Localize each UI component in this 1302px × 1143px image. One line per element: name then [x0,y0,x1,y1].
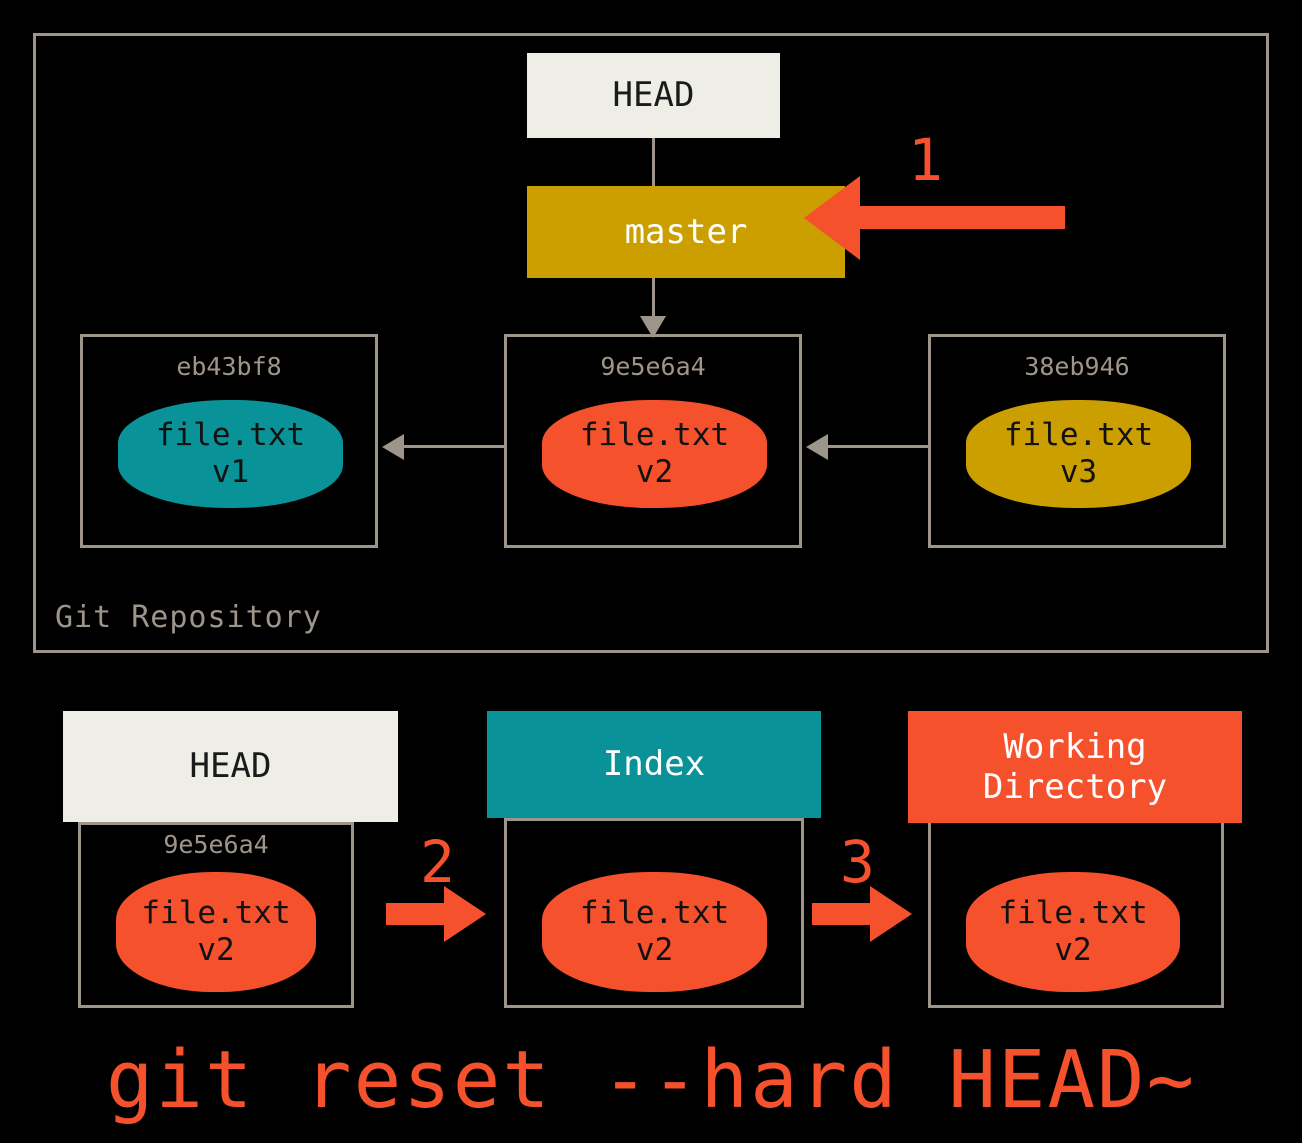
head-to-master-connector [652,138,655,186]
master-to-commit-arrowhead [640,316,666,338]
commit-hash-eb43bf8: eb43bf8 [176,352,282,381]
head-tree-body [78,822,354,1008]
step-1-number: 1 [908,126,943,194]
working-directory-tree-header: Working Directory [908,711,1242,823]
step-2-number: 2 [420,828,455,896]
working-directory-tree-title: Working Directory [982,726,1168,807]
commit-link-2-to-1-arrowhead [382,434,404,460]
index-tree-header: Index [487,711,821,818]
command-caption: git reset --hard HEAD~ [105,1034,1197,1126]
master-branch-box: master [527,186,845,278]
head-tree-title: HEAD [189,746,272,787]
commit-hash-9e5e6a4: 9e5e6a4 [600,352,706,381]
step-2-arrow-head [444,886,486,942]
commit-link-3-to-2-arrowhead [806,434,828,460]
commit-hash-38eb946: 38eb946 [1024,352,1130,381]
step-2-arrow-shaft [386,903,462,925]
git-repository-frame [33,33,1269,653]
head-tree-header: HEAD [63,711,398,822]
step-3-arrow-shaft [812,903,888,925]
head-pointer-box: HEAD [527,53,780,138]
step-1-arrow-shaft [860,206,1065,229]
index-tree-title: Index [602,744,706,785]
step-3-number: 3 [840,828,875,896]
git-repository-label: Git Repository [55,600,322,635]
master-branch-label: master [624,211,748,252]
index-tree-body [504,818,804,1008]
head-tree-hash: 9e5e6a4 [163,830,269,859]
commit-link-2-to-1-line [404,445,504,448]
commit-box-eb43bf8 [80,334,378,548]
commit-link-3-to-2-line [828,445,928,448]
step-1-arrow-head [804,176,860,260]
step-3-arrow-head [870,886,912,942]
commit-box-9e5e6a4 [504,334,802,548]
commit-box-38eb946 [928,334,1226,548]
head-pointer-label: HEAD [612,75,695,116]
master-to-commit-connector [652,278,655,320]
